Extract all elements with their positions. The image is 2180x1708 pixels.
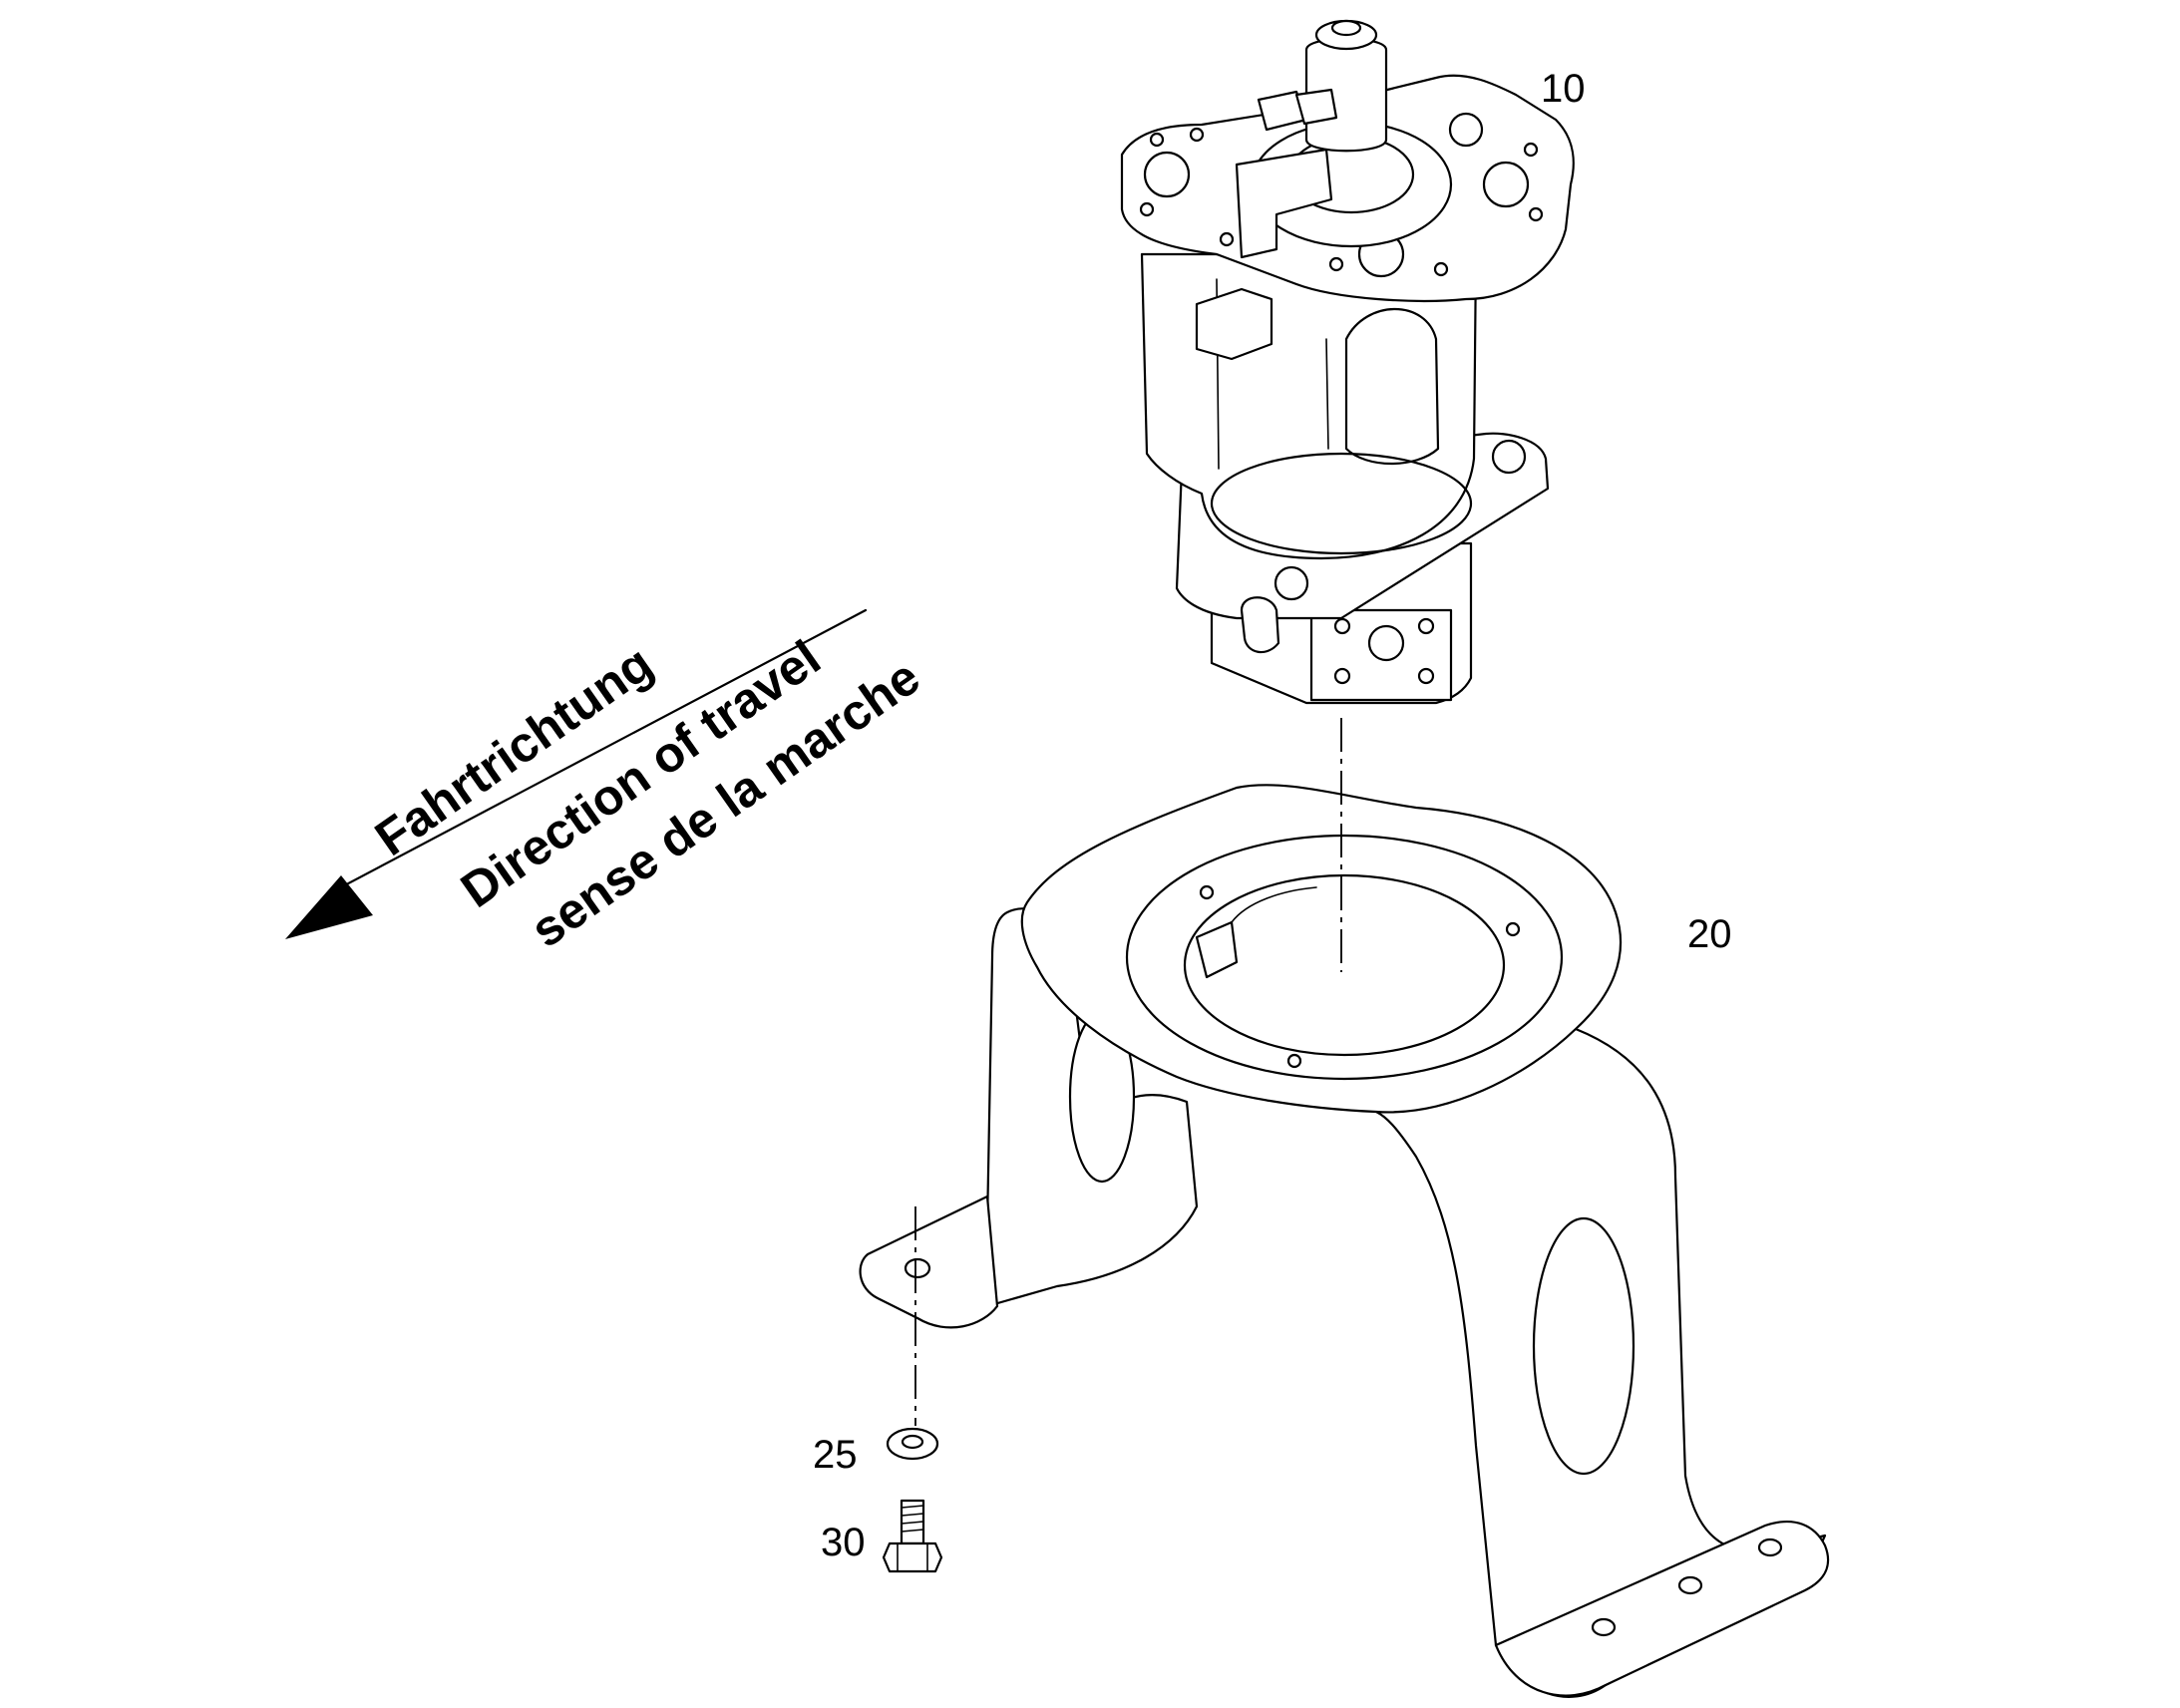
motor-port-bolt-4 — [1417, 667, 1435, 685]
bracket-ring-tab — [1195, 920, 1239, 979]
bracket-right-foot — [1494, 1521, 1830, 1697]
bolt-thread — [901, 1505, 924, 1533]
motor-body-recess — [1344, 308, 1440, 465]
top-plate-hole-1 — [1143, 151, 1191, 198]
callout-30: 30 — [821, 1521, 866, 1564]
callout-25: 25 — [813, 1433, 858, 1477]
bracket-left-foot — [859, 1195, 999, 1329]
top-plate-bolt-7 — [1328, 256, 1344, 272]
flange-bolt-left — [1273, 565, 1309, 601]
motor-side-lug — [1195, 287, 1273, 361]
bracket-ring-inner — [1183, 873, 1506, 1057]
bracket-right-foot-hole-1 — [1757, 1537, 1783, 1557]
motor-port-bolt-3 — [1333, 667, 1351, 685]
sensor-stem-cap — [1330, 19, 1362, 37]
top-plate-bolt-4 — [1523, 142, 1539, 158]
direction-indicator: Fahrtrichtung Direction of travel sense … — [285, 608, 929, 958]
flange-bolt-right — [1491, 439, 1527, 475]
motor-port-bolt-2 — [1417, 617, 1435, 635]
bracket-right-leg-window — [1532, 1216, 1635, 1476]
bracket-right-foot-hole-2 — [1677, 1575, 1703, 1595]
bracket-ring-hole-1 — [1199, 884, 1215, 900]
motor-assembly — [1120, 19, 1575, 705]
callout-10: 10 — [1541, 67, 1586, 111]
motor-port-bolt-1 — [1333, 617, 1351, 635]
bolt-hex-head — [882, 1541, 943, 1573]
top-plate-bolt-6 — [1433, 261, 1449, 277]
bracket-ring-bore-shading — [1231, 886, 1317, 923]
direction-arrowhead — [285, 875, 373, 939]
motor-body-highlight-2 — [1325, 338, 1329, 450]
callout-20: 20 — [1687, 912, 1732, 956]
motor-hose-fitting — [1240, 596, 1280, 654]
top-plate-bolt-3 — [1139, 201, 1155, 217]
top-plate-bolt-5 — [1528, 206, 1544, 222]
top-plate-bolt-8 — [1219, 231, 1235, 247]
direction-arrow-shaft — [335, 608, 868, 891]
washer-inner — [901, 1434, 924, 1450]
bracket-ring-hole-2 — [1505, 921, 1521, 937]
top-plate-bolt-1 — [1149, 132, 1165, 148]
top-plate-port — [1448, 112, 1484, 148]
bracket-left-foot-hole — [904, 1257, 931, 1279]
sensor-connector-nut — [1294, 88, 1338, 126]
hex-bolt — [882, 1499, 943, 1573]
motor-port-center — [1367, 624, 1405, 662]
top-plate-bolt-2 — [1189, 127, 1205, 143]
mounting-bracket — [859, 784, 1830, 1698]
washer — [886, 1427, 939, 1461]
motor-body-collar — [1210, 452, 1473, 555]
bracket-right-foot-hole-3 — [1591, 1617, 1617, 1637]
top-plate-hole-2 — [1482, 161, 1530, 208]
bracket-ring-hole-3 — [1286, 1053, 1302, 1069]
